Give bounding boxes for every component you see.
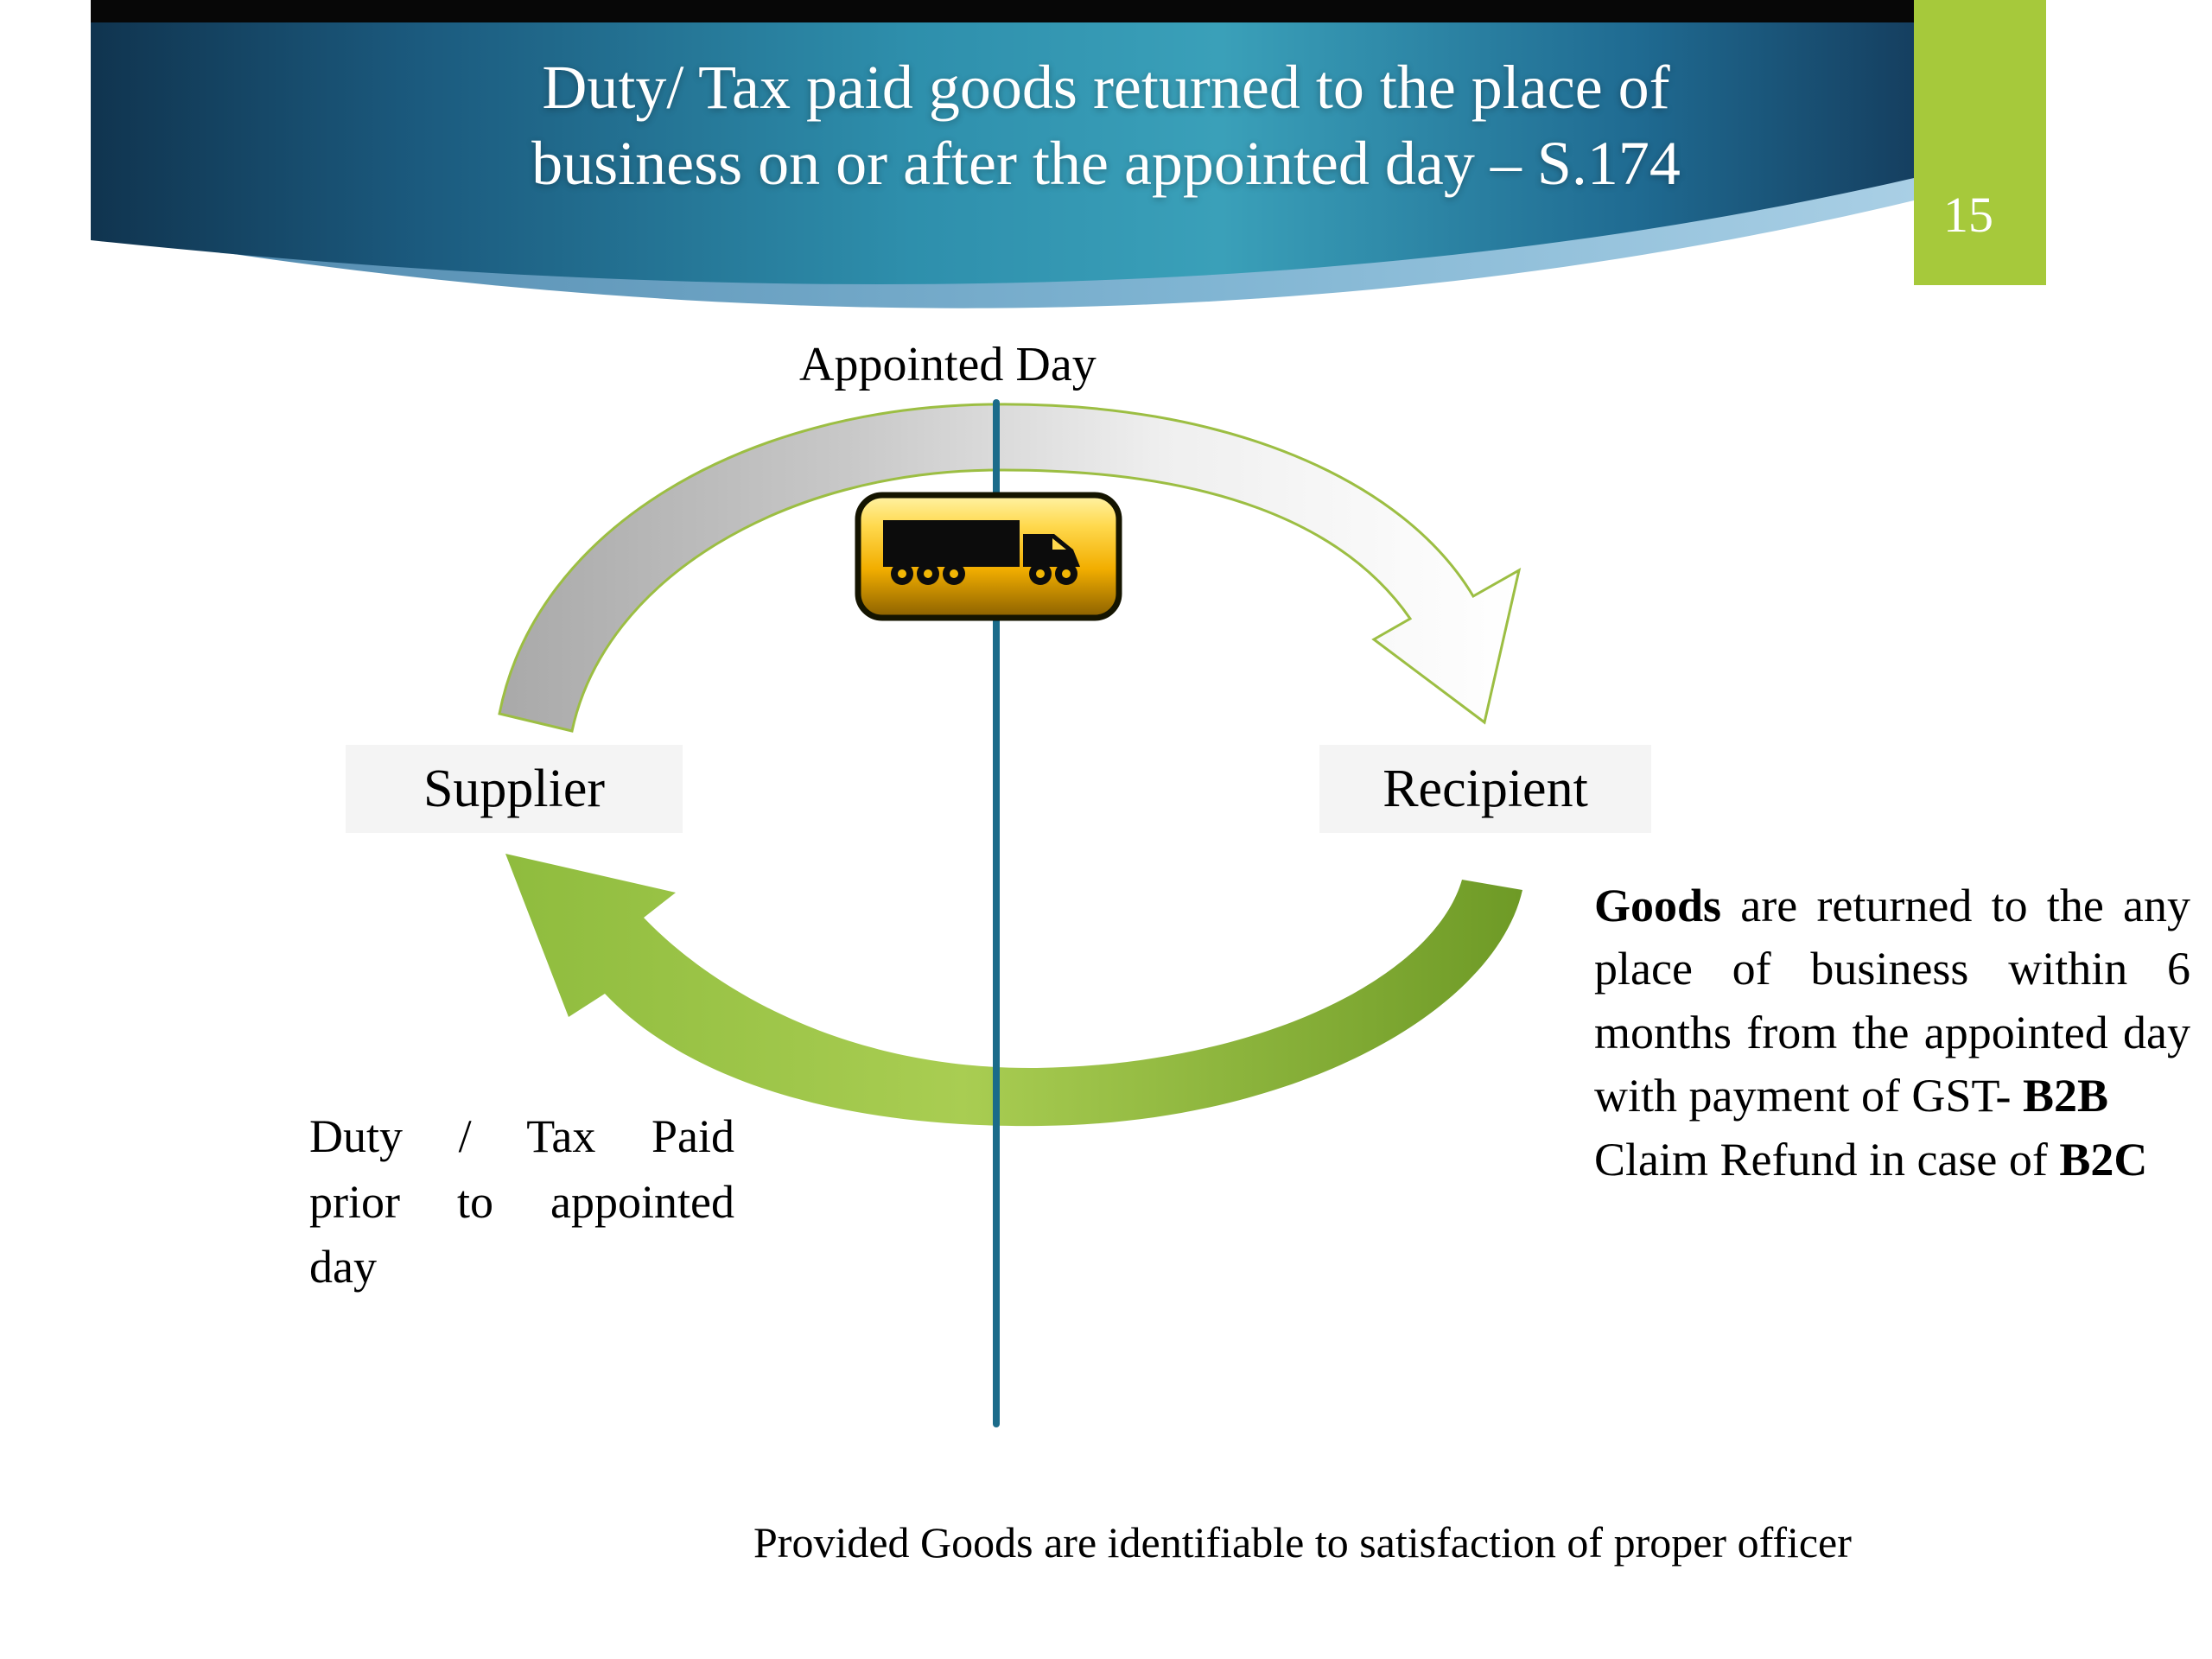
supplier-label: Supplier xyxy=(423,759,606,818)
header-banner xyxy=(91,0,1914,308)
proviso-note: Provided Goods are identifiable to satis… xyxy=(753,1518,1852,1567)
supplier-note-line2: prior to appointed xyxy=(309,1175,734,1228)
supplier-note: Duty / Tax Paid prior to appointed day xyxy=(309,1104,734,1300)
slide-title-line2: business on or after the appointed day –… xyxy=(531,128,1681,198)
page-number-block: 15 xyxy=(1914,0,2046,285)
top-black-strip xyxy=(91,0,1914,22)
supplier-note-line1: Duty / Tax Paid xyxy=(309,1110,734,1162)
recipient-note: Goods are returned to the any place of b… xyxy=(1594,880,2190,1185)
supplier-note-line3: day xyxy=(309,1241,377,1294)
banner-main-shape xyxy=(91,22,1914,285)
slide-title: Duty/ Tax paid goods returned to the pla… xyxy=(242,50,1970,202)
appointed-day-label: Appointed Day xyxy=(799,338,1096,391)
recipient-to-supplier-arrow-icon xyxy=(505,854,1522,1127)
supplier-label-box: Supplier xyxy=(346,745,683,833)
recipient-label: Recipient xyxy=(1382,759,1588,818)
recipient-label-box: Recipient xyxy=(1319,745,1651,833)
slide-title-line1: Duty/ Tax paid goods returned to the pla… xyxy=(542,53,1670,122)
page-number: 15 xyxy=(1943,187,1993,243)
truck-icon xyxy=(854,491,1123,622)
